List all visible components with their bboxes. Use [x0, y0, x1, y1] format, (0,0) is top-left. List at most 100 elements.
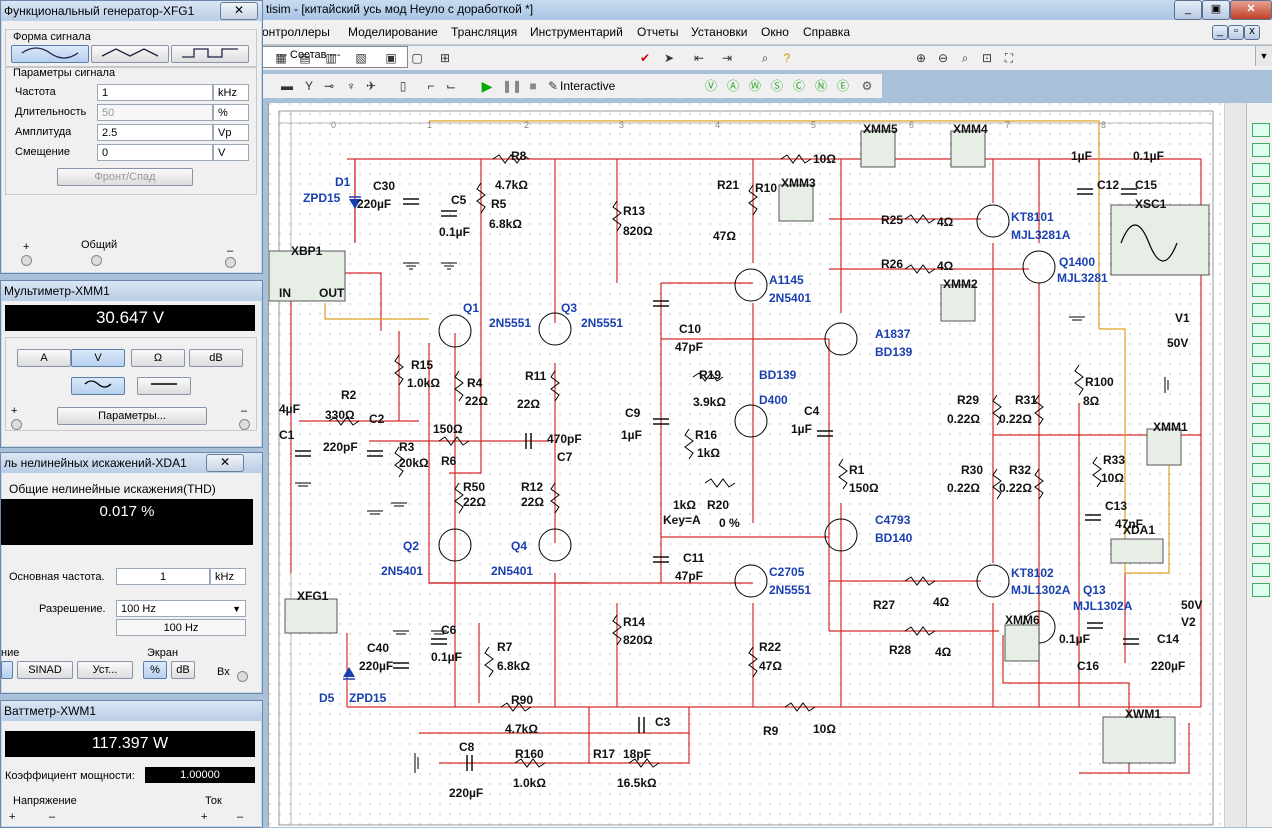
menu-simulate[interactable]: Моделирование — [348, 25, 438, 39]
instrument-icon[interactable] — [1252, 543, 1270, 557]
minus-terminal[interactable] — [239, 419, 250, 430]
grid-icon[interactable]: ▥ — [325, 51, 337, 65]
instrument-icon[interactable] — [1252, 183, 1270, 197]
connector-icon[interactable]: ✈ — [365, 79, 377, 93]
menu-controllers[interactable]: онтроллеры — [262, 25, 330, 39]
maximize-button[interactable]: ▣ — [1202, 0, 1230, 20]
multimeter-titlebar[interactable]: Мультиметр-XMM1 — [1, 281, 262, 301]
mode-voltmeter-button[interactable]: V — [71, 349, 125, 367]
analysis-icon[interactable]: Ⓐ — [726, 79, 739, 93]
battery-icon[interactable]: ▯ — [399, 79, 407, 93]
component-icon[interactable]: ▦ — [275, 51, 287, 65]
zoom-area-icon[interactable]: ⌕ — [961, 51, 969, 65]
instrument-icon[interactable] — [1252, 563, 1270, 577]
instrument-icon[interactable] — [1252, 203, 1270, 217]
analysis-icon[interactable]: Ⓒ — [792, 79, 805, 93]
instrument-icon[interactable] — [1252, 223, 1270, 237]
doc-close-button[interactable]: x — [1244, 25, 1260, 40]
input-terminal[interactable] — [237, 671, 248, 682]
antenna-icon[interactable]: Y — [304, 79, 313, 93]
param-input[interactable]: 0 — [97, 144, 213, 161]
bus-icon[interactable]: ⌙ — [445, 79, 457, 93]
instrument-icon[interactable] — [1252, 163, 1270, 177]
menu-options[interactable]: Установки — [691, 25, 748, 39]
menu-transfer[interactable]: Трансляция — [451, 25, 518, 39]
stop-icon[interactable]: ■ — [529, 79, 537, 93]
instrument-icon[interactable] — [1252, 363, 1270, 377]
zoom-in-icon[interactable]: ⊕ — [915, 51, 927, 65]
menu-reports[interactable]: Отчеты — [637, 25, 679, 39]
dc-mode-button[interactable] — [137, 377, 191, 395]
interactive-label[interactable]: Interactive — [560, 79, 616, 93]
instrument-icon[interactable] — [1252, 263, 1270, 277]
doc-restore-button[interactable]: ▫ — [1228, 25, 1244, 40]
triangle-wave-button[interactable] — [91, 45, 169, 63]
common-terminal[interactable] — [91, 255, 102, 266]
instrument-icon[interactable] — [1252, 243, 1270, 257]
hierarchy-icon[interactable]: ⊞ — [439, 51, 451, 65]
mode-ammeter-button[interactable]: A — [17, 349, 71, 367]
instrument-icon[interactable] — [1252, 403, 1270, 417]
chevron-down-icon[interactable]: ▼ — [232, 604, 241, 614]
close-button[interactable]: ✕ — [206, 454, 244, 472]
analysis-icon[interactable]: Ⓝ — [814, 79, 827, 93]
sine-wave-button[interactable] — [11, 45, 89, 63]
instrument-icon[interactable] — [1252, 323, 1270, 337]
vertical-scrollbar[interactable] — [1224, 103, 1247, 827]
find-icon[interactable]: ⌕ — [761, 51, 769, 65]
analysis-icon[interactable]: Ⓦ — [748, 79, 761, 93]
thd-mode-button[interactable] — [1, 661, 13, 679]
probe-tool-icon[interactable]: ⊸ — [323, 79, 335, 93]
close-button[interactable]: ✕ — [220, 2, 258, 20]
instrument-icon[interactable] — [1252, 523, 1270, 537]
page-icon[interactable]: ▢ — [411, 51, 423, 65]
window-icon[interactable]: ▣ — [385, 51, 397, 65]
fundamental-input[interactable]: 1 — [116, 568, 210, 585]
instrument-icon[interactable] — [1252, 483, 1270, 497]
param-input[interactable]: 2.5 — [97, 124, 213, 141]
param-input[interactable]: 1 — [97, 84, 213, 101]
square-wave-button[interactable] — [171, 45, 249, 63]
plus-terminal[interactable] — [11, 419, 22, 430]
wattmeter-titlebar[interactable]: Ваттметр-XWM1 — [1, 701, 262, 721]
instrument-icon[interactable] — [1252, 303, 1270, 317]
rise-fall-button[interactable]: Фронт/Спад — [57, 168, 193, 186]
doc-minimize-button[interactable]: _ — [1212, 25, 1228, 40]
analysis-icon[interactable]: Ⓢ — [770, 79, 783, 93]
analysis-icon[interactable]: Ⓥ — [704, 79, 717, 93]
db-display-button[interactable]: dB — [171, 661, 195, 679]
menu-help[interactable]: Справка — [803, 25, 851, 39]
instrument-icon[interactable] — [1252, 423, 1270, 437]
forward-annotate-icon[interactable]: ⇥ — [721, 51, 733, 65]
zoom-fit-icon[interactable]: ⊡ — [981, 51, 993, 65]
instrument-icon[interactable] — [1252, 143, 1270, 157]
instrument-icon[interactable] — [1252, 583, 1270, 597]
instrument-icon[interactable] — [1252, 343, 1270, 357]
instrument-icon[interactable] — [1252, 383, 1270, 397]
mode-ohmmeter-button[interactable]: Ω — [131, 349, 185, 367]
function-generator-titlebar[interactable]: Функциональный генератор-XFG1 ✕ — [1, 1, 262, 21]
analysis-icon[interactable]: Ⓔ — [836, 79, 849, 93]
place-component-icon[interactable]: ▬ — [281, 79, 293, 93]
help-icon[interactable]: ? — [783, 51, 791, 65]
resolution-select[interactable]: 100 Hz ▼ — [116, 600, 246, 617]
minus-terminal[interactable] — [225, 257, 236, 268]
instrument-icon[interactable] — [1252, 463, 1270, 477]
arrow-icon[interactable]: ➤ — [663, 51, 675, 65]
instrument-icon[interactable] — [1252, 443, 1270, 457]
percent-display-button[interactable]: % — [143, 661, 167, 679]
pause-icon[interactable]: ❚❚ — [502, 79, 523, 93]
mode-db-button[interactable]: dB — [189, 349, 243, 367]
list-icon[interactable]: ▤ — [299, 51, 311, 65]
plus-terminal[interactable] — [21, 255, 32, 266]
table-icon[interactable]: ▧ — [355, 51, 367, 65]
port-icon[interactable]: ⌐ — [427, 79, 435, 93]
zoom-full-icon[interactable]: ⛶ — [1004, 51, 1014, 65]
sinad-button[interactable]: SINAD — [17, 661, 73, 679]
gear-icon[interactable]: ⚙ — [861, 79, 873, 93]
ac-mode-button[interactable] — [71, 377, 125, 395]
minimize-button[interactable]: _ — [1174, 0, 1202, 20]
run-icon[interactable]: ▶ — [481, 78, 493, 94]
instrument-icon[interactable] — [1252, 283, 1270, 297]
